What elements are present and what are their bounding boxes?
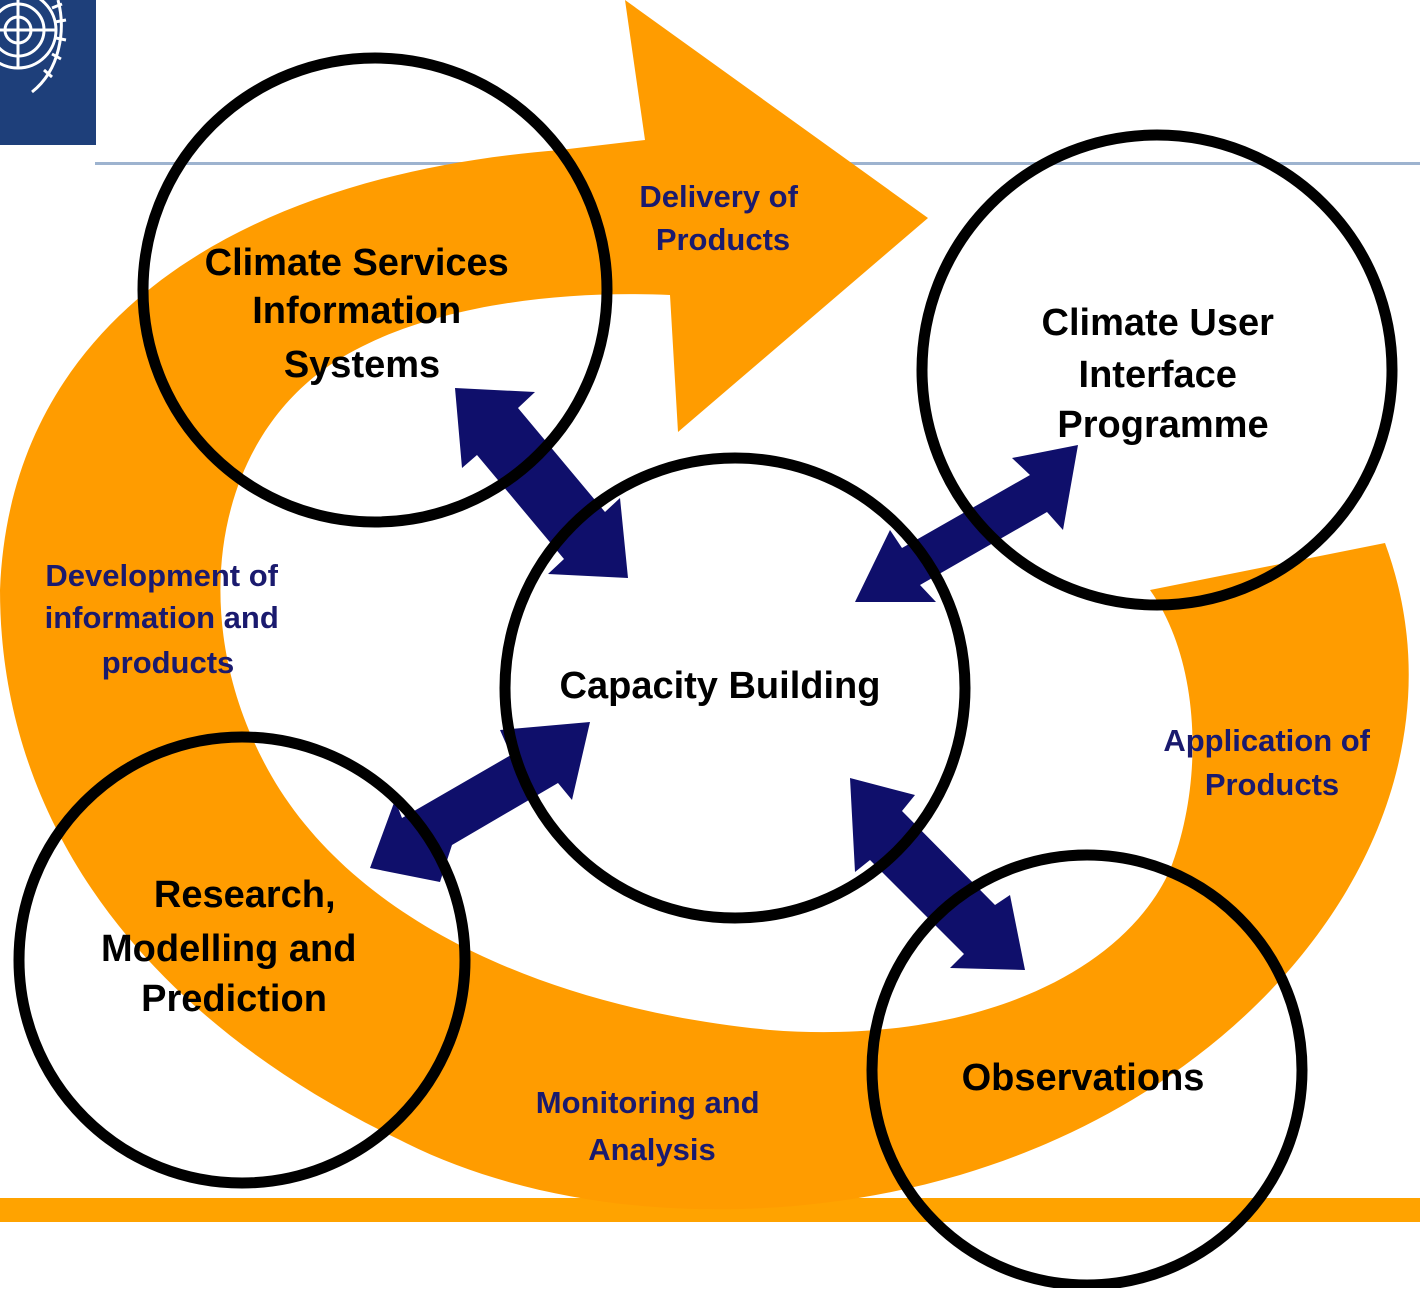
climate-services-circle [137,52,613,528]
connector-capacity-to-climate-services [455,388,628,578]
development-label: Development of information and products [45,558,288,680]
observations-label: Observations [962,1057,1205,1099]
connector-capacity-to-observations [850,778,1025,970]
node-circles [13,52,1398,1291]
research-circle [13,731,471,1189]
connector-arrows [370,388,1078,970]
user-interface-label: Climate User Interface Programme [1042,302,1285,446]
monitoring-label: Monitoring and Analysis [536,1085,768,1167]
user-interface-circle [916,129,1398,611]
capacity-building-circle [499,452,971,924]
delivery-label: Delivery of Products [639,179,806,257]
un-emblem-logo [0,0,96,145]
application-label: Application of Products [1163,723,1378,802]
research-label: Research, Modelling and Prediction [101,874,367,1020]
flow-arrow [0,0,1409,1210]
connector-capacity-to-user-interface [855,445,1078,602]
climate-services-label: Climate Services Information Systems [205,242,520,386]
observations-circle [866,849,1308,1291]
capacity-building-label: Capacity Building [560,665,881,707]
